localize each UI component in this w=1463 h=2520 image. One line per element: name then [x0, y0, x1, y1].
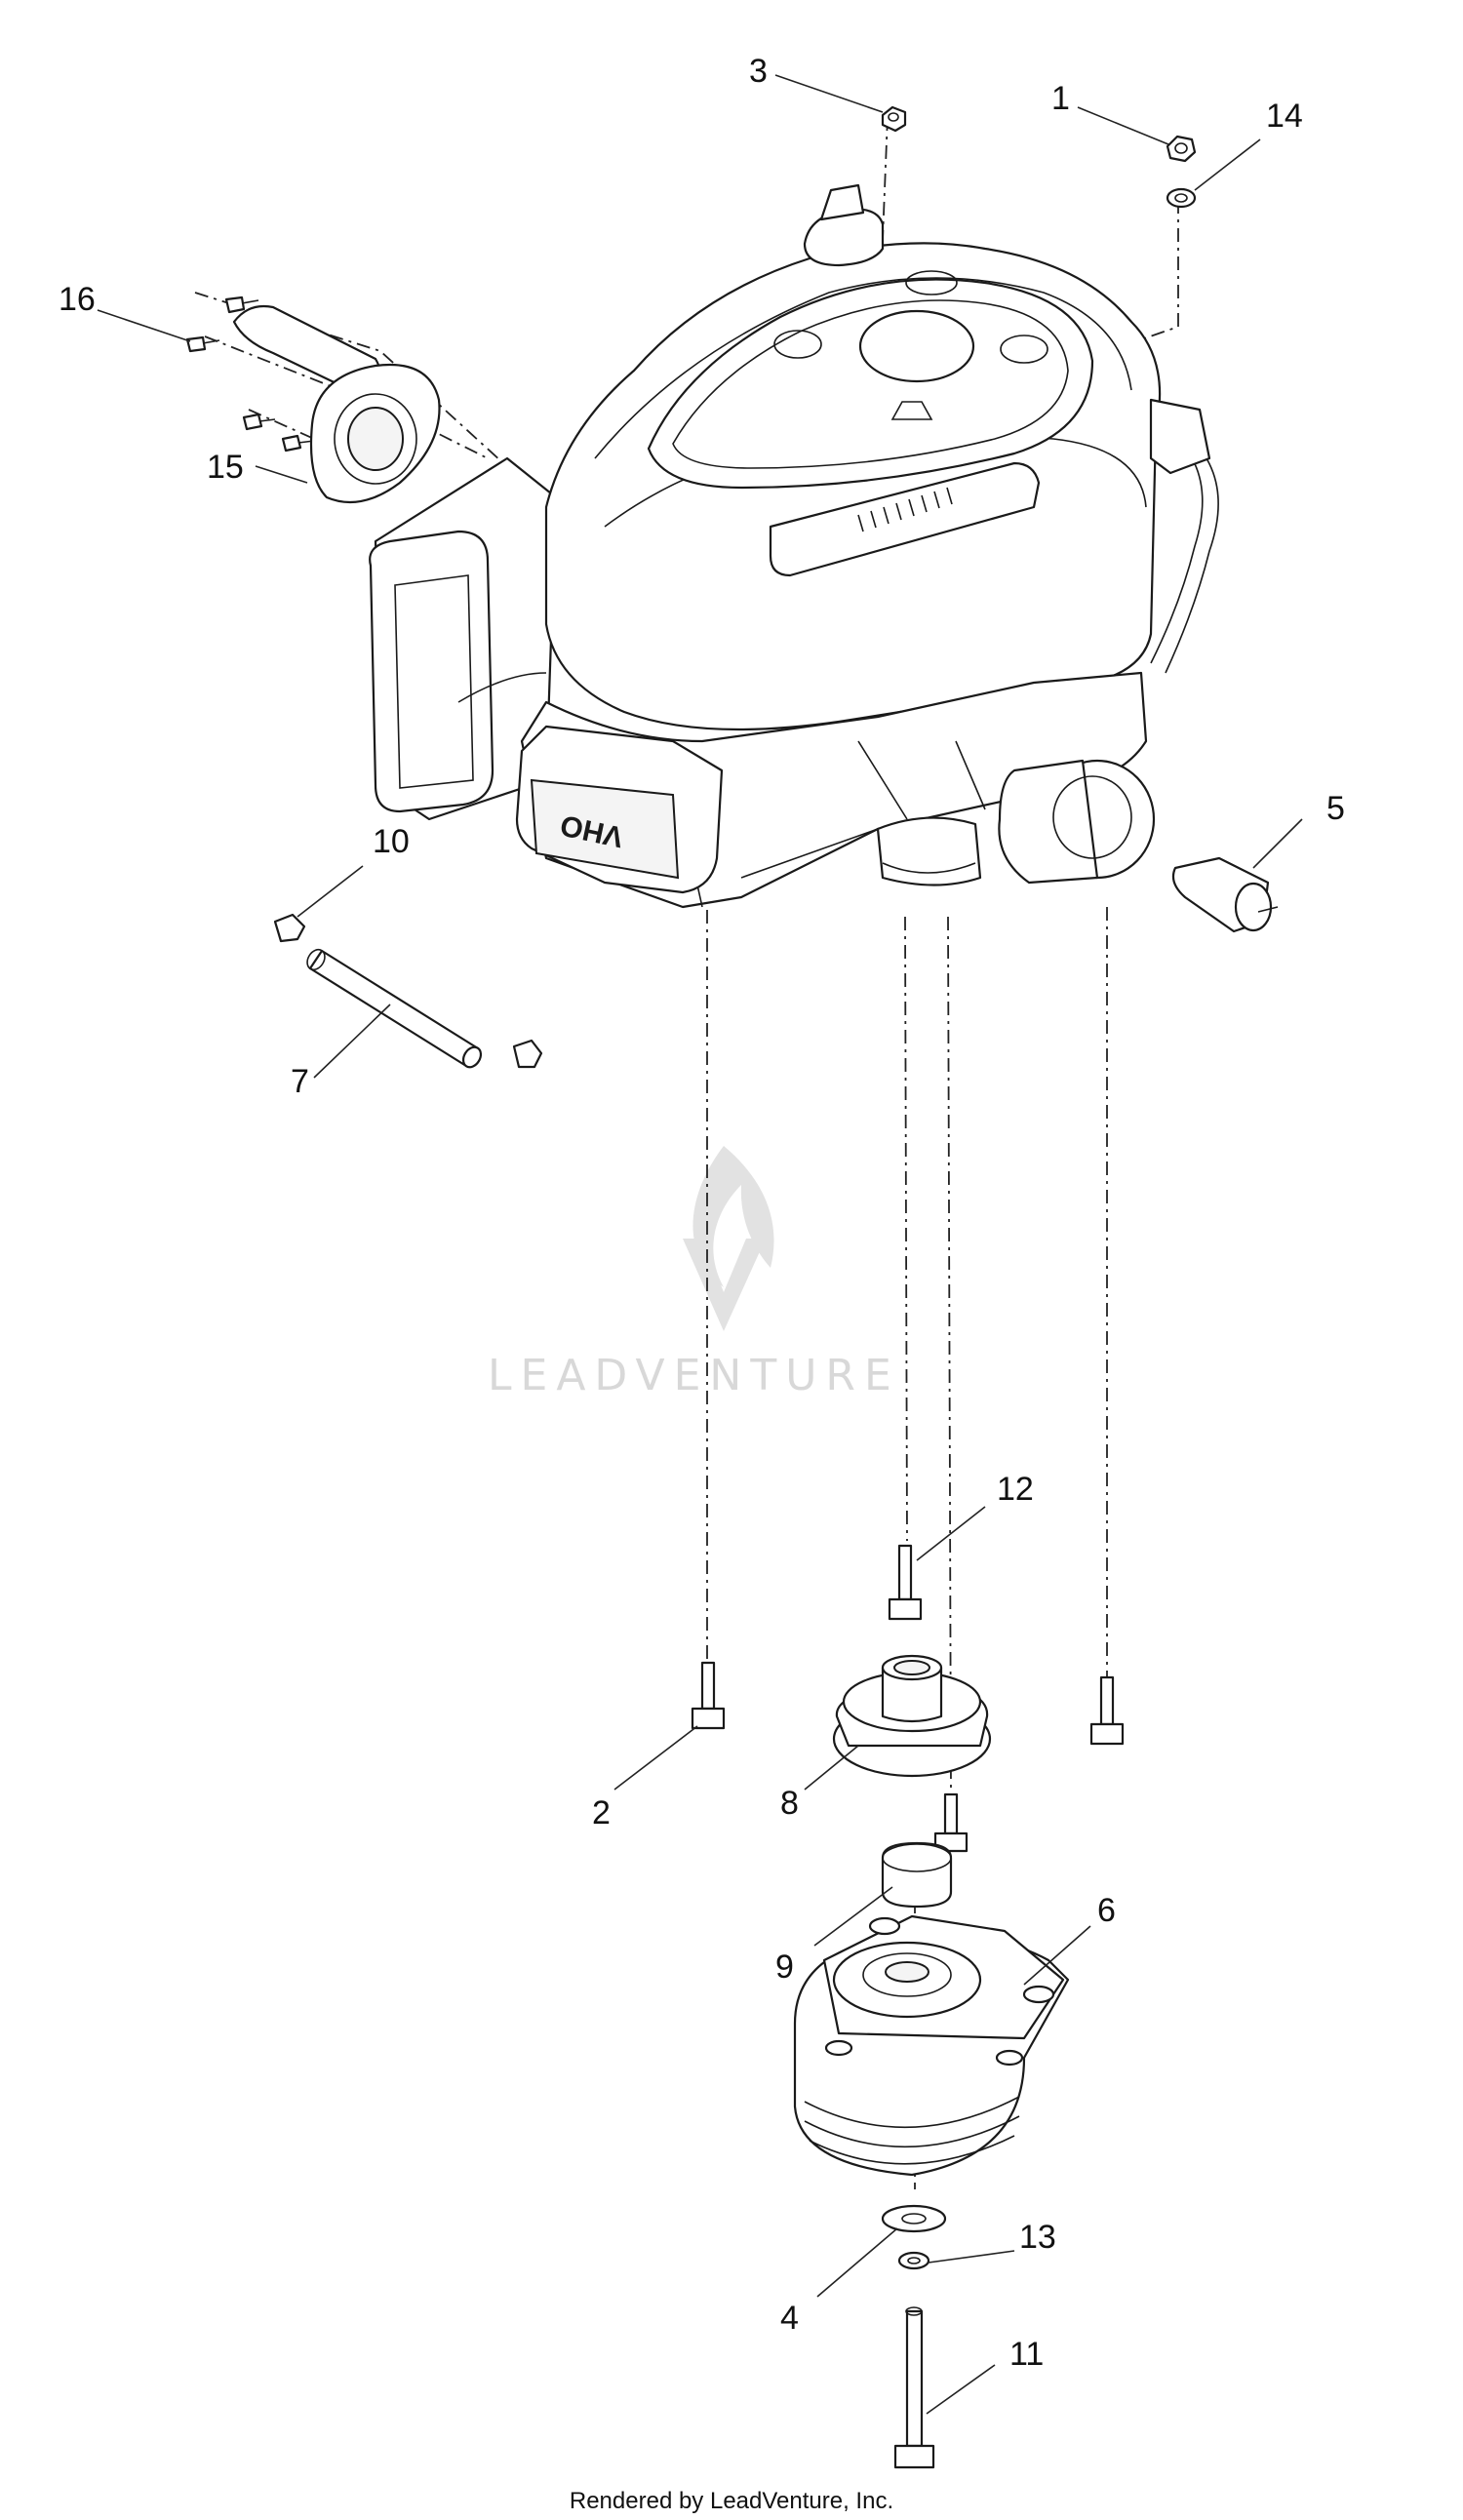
leader-lines	[97, 74, 1303, 2415]
part-6-clutch	[793, 1914, 1070, 2177]
callout-6: 6	[1097, 1892, 1116, 1929]
part-7-tube	[306, 948, 483, 1069]
part-15-spark-arrestor	[232, 304, 441, 504]
part-10-cap-2	[512, 1039, 543, 1069]
part-2-bolt-2	[1089, 1675, 1125, 1746]
part-16-screws	[185, 295, 315, 453]
part-5-sensor	[1171, 856, 1279, 933]
part-1-nut	[1166, 135, 1197, 163]
callout-labels: 3 1 14 16 15 5 10 7 12 2 8 9 6 13 4 11	[59, 53, 1345, 2373]
part-10-cap	[273, 913, 306, 943]
engine-assembly: OHV	[369, 183, 1219, 909]
callout-5: 5	[1326, 790, 1345, 827]
part-12-bolt	[888, 1544, 923, 1621]
footer-credit: Rendered by LeadVenture, Inc.	[570, 2488, 893, 2514]
part-4-washer	[881, 2204, 947, 2233]
callout-3: 3	[749, 53, 768, 90]
part-14-washer	[1166, 187, 1197, 209]
callout-16: 16	[59, 281, 96, 318]
callout-4: 4	[780, 2300, 799, 2337]
callout-12: 12	[997, 1471, 1034, 1508]
watermark-text: LEADVENTURE	[488, 1351, 900, 1400]
part-2-bolt	[691, 1661, 726, 1730]
callout-7: 7	[291, 1063, 309, 1100]
callout-2: 2	[592, 1794, 611, 1831]
leadventure-watermark-logo: LEADVENTURE	[488, 1146, 900, 1400]
callout-1: 1	[1051, 80, 1070, 117]
callout-14: 14	[1266, 98, 1303, 135]
part-9-bushing	[881, 1841, 953, 1909]
callout-13: 13	[1019, 2219, 1056, 2256]
callout-15: 15	[207, 449, 244, 486]
callout-9: 9	[775, 1949, 794, 1986]
part-8-pulley	[832, 1654, 992, 1778]
callout-11: 11	[1009, 2336, 1044, 2373]
part-13-washer	[897, 2251, 930, 2270]
part-11-bolt	[893, 2306, 935, 2469]
part-3-nut	[881, 105, 907, 133]
callout-10: 10	[373, 823, 410, 860]
part-12-bolt-2	[933, 1792, 969, 1853]
callout-8: 8	[780, 1785, 799, 1822]
